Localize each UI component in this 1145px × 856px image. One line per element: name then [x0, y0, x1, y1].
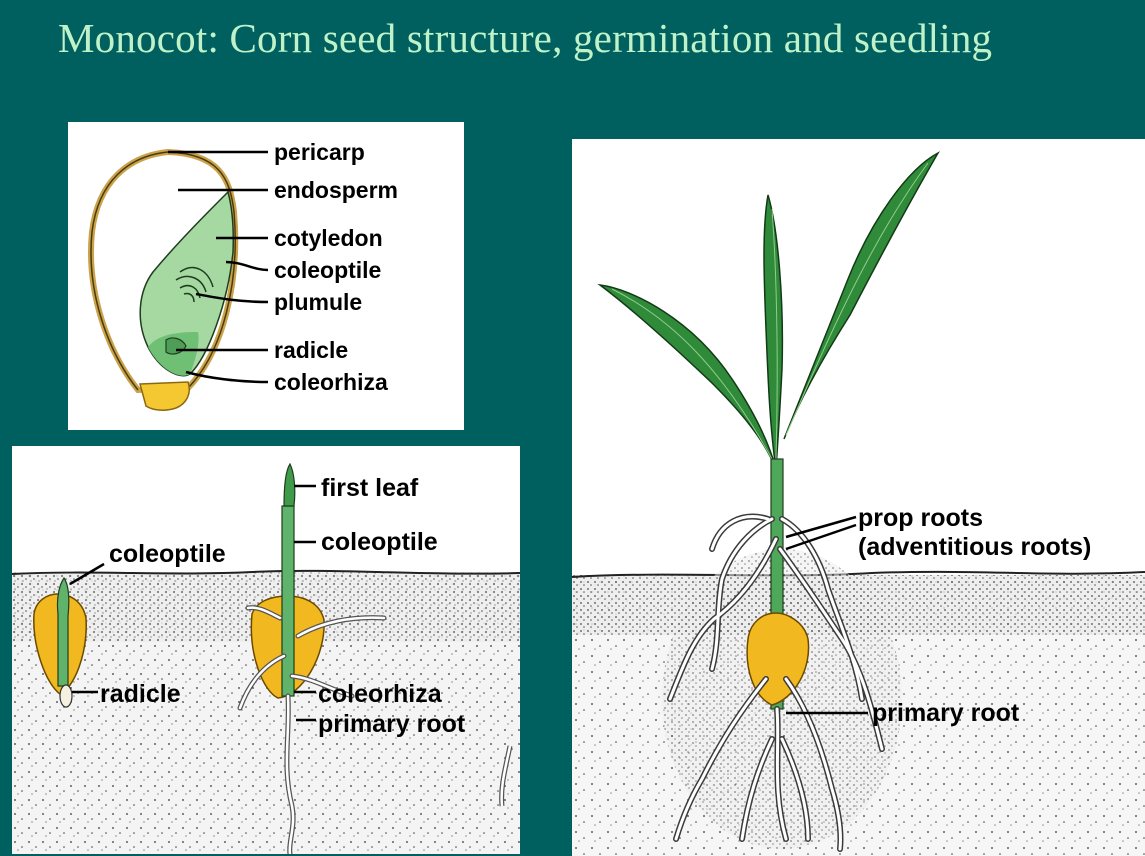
first-leaf-stage2 — [284, 464, 295, 506]
coleoptile-stage1 — [57, 578, 68, 686]
label-endosperm: endosperm — [274, 179, 398, 202]
label-radicle-germ: radicle — [100, 682, 181, 707]
leaf-right — [784, 153, 938, 439]
leaf-center — [764, 195, 782, 469]
label-adventitious-roots: (adventitious roots) — [858, 535, 1091, 560]
seedling-diagram — [572, 139, 1145, 856]
slide-title: Monocot: Corn seed structure, germinatio… — [58, 14, 1138, 62]
label-coleoptile-stage2: coleoptile — [321, 530, 438, 555]
germination-diagram — [12, 446, 520, 854]
seedling-panel: prop roots (adventitious roots) primary … — [572, 139, 1145, 856]
seed-tip-cap — [140, 382, 189, 410]
label-primary-root-germ: primary root — [318, 712, 465, 737]
label-prop-roots: prop roots — [858, 506, 983, 531]
seed-structure-diagram — [68, 122, 464, 430]
label-coleoptile: coleoptile — [274, 259, 381, 282]
coleoptile-stage2 — [282, 506, 294, 696]
label-coleorhiza-germ: coleorhiza — [318, 682, 442, 707]
label-pericarp: pericarp — [274, 141, 365, 164]
label-first-leaf: first leaf — [321, 476, 418, 501]
label-primary-root-seedling: primary root — [872, 701, 1019, 726]
leaf-left — [600, 285, 776, 469]
seed-structure-panel: pericarp endosperm cotyledon coleoptile … — [68, 122, 464, 430]
label-coleorhiza: coleorhiza — [274, 371, 388, 394]
label-plumule: plumule — [274, 291, 362, 314]
radicle-stage1 — [60, 685, 72, 707]
germination-panel: first leaf coleoptile coleoptile radicle… — [12, 446, 520, 854]
label-coleoptile-stage1: coleoptile — [109, 542, 226, 567]
label-cotyledon: cotyledon — [274, 227, 383, 250]
label-radicle: radicle — [274, 339, 348, 362]
